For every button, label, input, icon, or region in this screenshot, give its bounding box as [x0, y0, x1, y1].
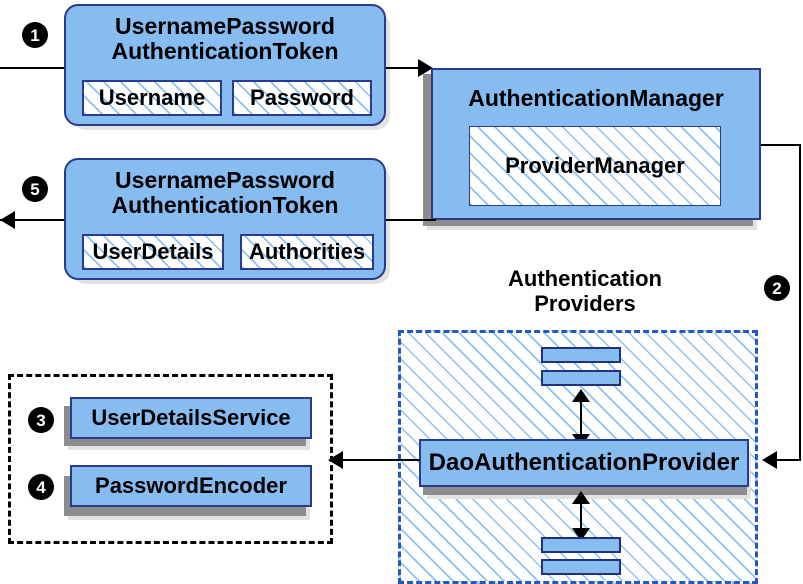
provider-to-services-line [340, 459, 420, 461]
provider-placeholder-top-1 [541, 347, 621, 363]
authentication-manager-title: AuthenticationManager [468, 85, 724, 111]
response-token-box[interactable]: UsernamePassword AuthenticationToken Use… [64, 158, 386, 280]
authentication-providers-title: Authentication Providers [508, 266, 662, 316]
badge-1: 1 [22, 22, 48, 48]
response-output-line [0, 219, 66, 221]
request-token-slot-password[interactable]: Password [232, 80, 372, 116]
badge-4: 4 [28, 474, 54, 500]
badge-5: 5 [22, 176, 48, 202]
dao-authentication-provider-box[interactable]: DaoAuthenticationProvider [419, 439, 749, 487]
response-token-slot-authorities[interactable]: Authorities [240, 234, 374, 270]
provider-link-top-line [580, 395, 582, 443]
provider-link-bottom-arrow-up [572, 491, 590, 504]
provider-link-top-arrow-up [572, 389, 590, 402]
manager-to-response-line [386, 219, 436, 221]
request-token-title: UsernamePassword AuthenticationToken [111, 13, 339, 64]
provider-placeholder-bottom-1 [541, 537, 621, 553]
incoming-request-line [0, 67, 70, 69]
provider-placeholder-top-2 [541, 370, 621, 386]
badge-3: 3 [28, 407, 54, 433]
authentication-manager-box[interactable]: AuthenticationManager ProviderManager [431, 68, 761, 220]
request-token-slot-username[interactable]: Username [82, 80, 222, 116]
userdetailsservice-box[interactable]: UserDetailsService [70, 397, 312, 439]
provider-link-bottom-line [580, 497, 582, 541]
response-token-title: UsernamePassword AuthenticationToken [111, 167, 339, 218]
token-to-manager-arrowhead [418, 59, 433, 77]
provider-entry-arrowhead [762, 451, 777, 469]
response-token-slot-userdetails[interactable]: UserDetails [82, 234, 224, 270]
request-token-box[interactable]: UsernamePassword AuthenticationToken Use… [64, 4, 386, 126]
response-output-arrowhead [0, 211, 15, 229]
manager-to-provider-vertical-line [799, 144, 801, 460]
manager-exit-line [761, 144, 801, 146]
passwordencoder-box[interactable]: PasswordEncoder [70, 465, 312, 507]
provider-entry-line [775, 459, 801, 461]
badge-2: 2 [764, 275, 790, 301]
token-to-manager-line [386, 67, 422, 69]
provider-placeholder-bottom-2 [541, 559, 621, 575]
provider-manager-box[interactable]: ProviderManager [469, 126, 721, 206]
services-container [8, 374, 333, 544]
